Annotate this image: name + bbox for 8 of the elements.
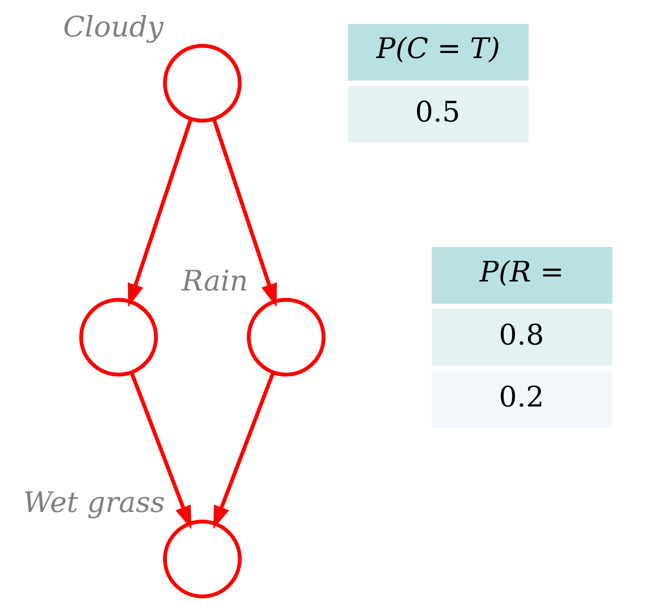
label: 0.5 bbox=[414, 95, 460, 128]
label: P(C = T) bbox=[376, 32, 500, 66]
node-label: Rain bbox=[181, 264, 248, 298]
node-label: Wet grass bbox=[22, 486, 164, 520]
label: 0.8 bbox=[498, 318, 544, 352]
node-label: Cloudy bbox=[62, 10, 163, 44]
label: 0.2 bbox=[498, 380, 544, 414]
label: P(R = bbox=[479, 255, 564, 288]
